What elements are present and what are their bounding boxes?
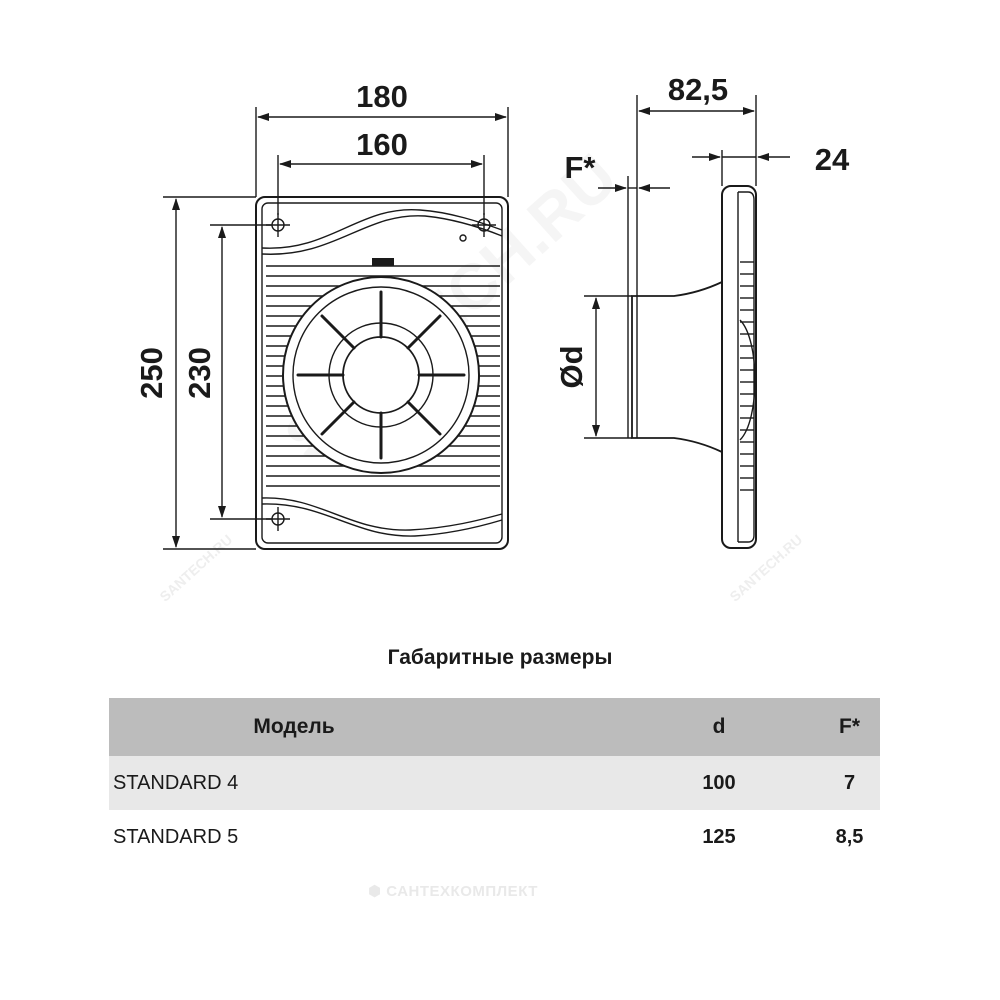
- watermark-logo-icon: ⬢: [368, 883, 387, 900]
- dim-diameter-label: Ød: [554, 345, 589, 388]
- fan-spokes: [296, 290, 466, 460]
- front-dimensions: [163, 107, 509, 550]
- dim-hole-spacing-horizontal: 160: [356, 127, 408, 162]
- dim-flange-label: F*: [565, 150, 597, 185]
- row-f: 8,5: [835, 825, 864, 848]
- header-d: d: [619, 698, 819, 756]
- header-f: F*: [819, 698, 880, 756]
- dim-overall-height: 250: [134, 347, 169, 399]
- watermark-bottom: ⬢ САНТЕХКОМПЛЕКТ: [368, 882, 538, 900]
- header-model: Модель: [109, 698, 619, 756]
- dimensions-table: Модель d F* STANDARD 4 100 7 STANDARD 5 …: [109, 698, 880, 864]
- row-model: STANDARD 5: [113, 825, 239, 848]
- row-model: STANDARD 4: [109, 756, 619, 810]
- dim-depth: 82,5: [668, 72, 728, 107]
- row-d: 125: [702, 825, 736, 848]
- dim-hole-spacing-vertical: 230: [182, 347, 217, 399]
- table-row: STANDARD 5 125 8,5: [109, 810, 880, 864]
- watermark-bottom-text: САНТЕХКОМПЛЕКТ: [386, 883, 538, 900]
- side-view: [627, 185, 757, 549]
- side-dimensions: [584, 95, 790, 439]
- table-title: Габаритные размеры: [387, 646, 613, 669]
- front-view: [255, 196, 509, 550]
- dim-overall-width: 180: [356, 79, 408, 114]
- technical-drawing: 180 160 250 230: [134, 72, 850, 550]
- row-f: 7: [819, 756, 880, 810]
- side-slats: [740, 261, 754, 491]
- row-d: 100: [619, 756, 819, 810]
- dim-front-thickness: 24: [815, 142, 850, 177]
- table-header-row: Модель d F*: [109, 698, 880, 756]
- table-row: STANDARD 4 100 7: [109, 756, 880, 810]
